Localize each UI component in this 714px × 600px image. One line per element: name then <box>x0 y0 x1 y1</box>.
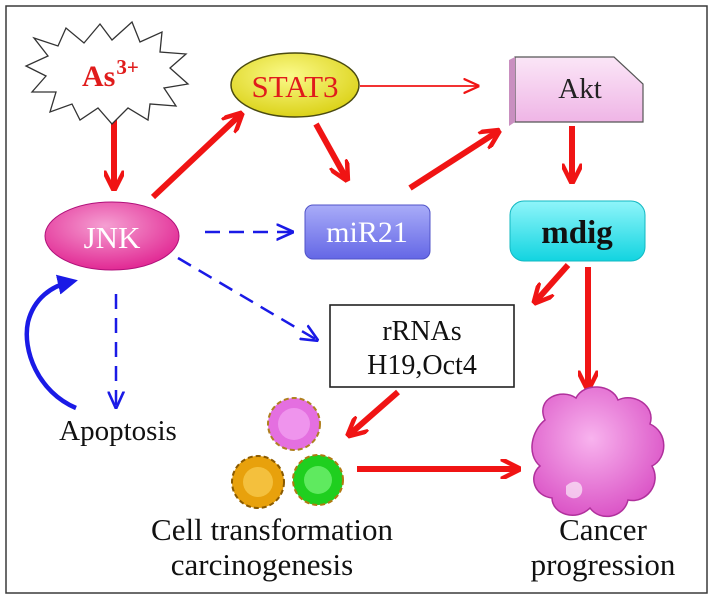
arrows <box>24 86 588 469</box>
cell-orange <box>231 455 285 509</box>
cell-green <box>292 454 344 506</box>
arrow-apoptosis-feedback-jnk <box>24 274 78 411</box>
cancer-mass-shape <box>531 386 665 518</box>
akt-node: Akt <box>509 56 644 126</box>
apoptosis-label: Apoptosis <box>59 415 177 447</box>
stat3-ellipse <box>230 52 360 118</box>
cell-pink <box>267 397 321 451</box>
akt-label: Akt <box>558 73 602 105</box>
mir21-node: miR21 <box>304 204 431 260</box>
mir21-box <box>304 204 431 260</box>
mdig-label: mdig <box>541 215 613 251</box>
arrow-rrnas-to-cells <box>350 389 400 434</box>
rrnas-box <box>329 304 515 388</box>
jnk-node: JNK <box>44 201 180 271</box>
mdig-node: mdig <box>509 200 646 262</box>
cell-transformation-label-line2: carcinogenesis <box>171 547 353 582</box>
arrow-mir21-to-akt <box>408 132 497 191</box>
akt-shadow <box>509 57 515 126</box>
jnk-label: JNK <box>84 220 141 255</box>
arrow-jnk-to-rrnas <box>177 256 317 340</box>
cancer-mass <box>531 386 665 518</box>
rrnas-node: rRNAs H19,Oct4 <box>329 304 515 388</box>
starburst-shape <box>24 20 190 125</box>
arrow-jnk-to-stat3 <box>150 115 240 200</box>
arrow-mdig-to-rrnas <box>536 263 571 301</box>
mir21-label: miR21 <box>326 216 408 249</box>
jnk-ellipse <box>44 201 180 271</box>
arsenic-label: As3+ <box>82 55 139 93</box>
transformed-cells <box>231 397 344 509</box>
stat3-label: STAT3 <box>251 69 338 104</box>
mdig-box <box>509 200 646 262</box>
cancer-progression-label-line2: progression <box>531 547 676 582</box>
cell-transformation-label-line1: Cell transformation <box>151 512 393 547</box>
arrow-stat3-to-mir21 <box>313 122 346 178</box>
rrnas-label-line1: rRNAs <box>382 316 461 347</box>
rrnas-label-line2: H19,Oct4 <box>367 350 477 381</box>
arsenic-node: As3+ <box>24 20 190 125</box>
cancer-mass-highlight <box>566 481 583 499</box>
cancer-progression-label-line1: Cancer <box>559 512 647 547</box>
stat3-node: STAT3 <box>230 52 360 118</box>
